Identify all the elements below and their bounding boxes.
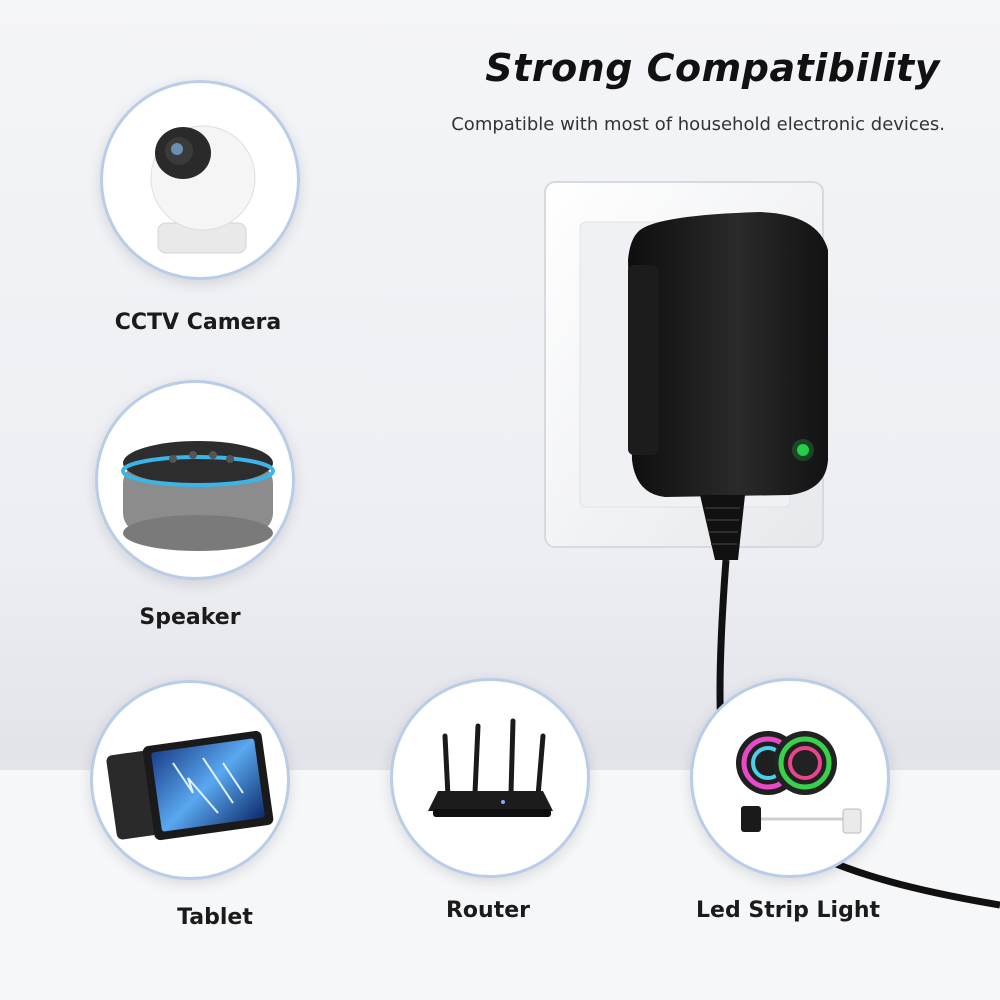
device-card-speaker: Speaker: [95, 380, 295, 630]
headline: Strong Compatibility: [485, 46, 940, 90]
power-adapter: [628, 212, 828, 497]
device-card-tablet: Tablet: [90, 680, 290, 930]
device-label: Speaker: [139, 605, 241, 630]
device-label: Router: [445, 898, 530, 923]
power-led-icon: [797, 444, 809, 456]
device-card-led-strip-light: Led Strip Light: [690, 678, 890, 923]
smart-speaker-icon: [121, 441, 275, 551]
device-label: CCTV Camera: [114, 310, 282, 335]
device-label: Led Strip Light: [696, 898, 880, 923]
device-card-router: Router: [390, 678, 590, 923]
cctv-camera-icon: [150, 125, 256, 254]
tablet-icon: [106, 730, 274, 841]
router-icon: [428, 718, 553, 817]
subheadline: Compatible with most of household electr…: [451, 114, 945, 135]
led-strip-icon: [736, 731, 862, 834]
device-card-cctv-camera: CCTV Camera: [100, 80, 300, 335]
device-label: Tablet: [177, 905, 253, 930]
